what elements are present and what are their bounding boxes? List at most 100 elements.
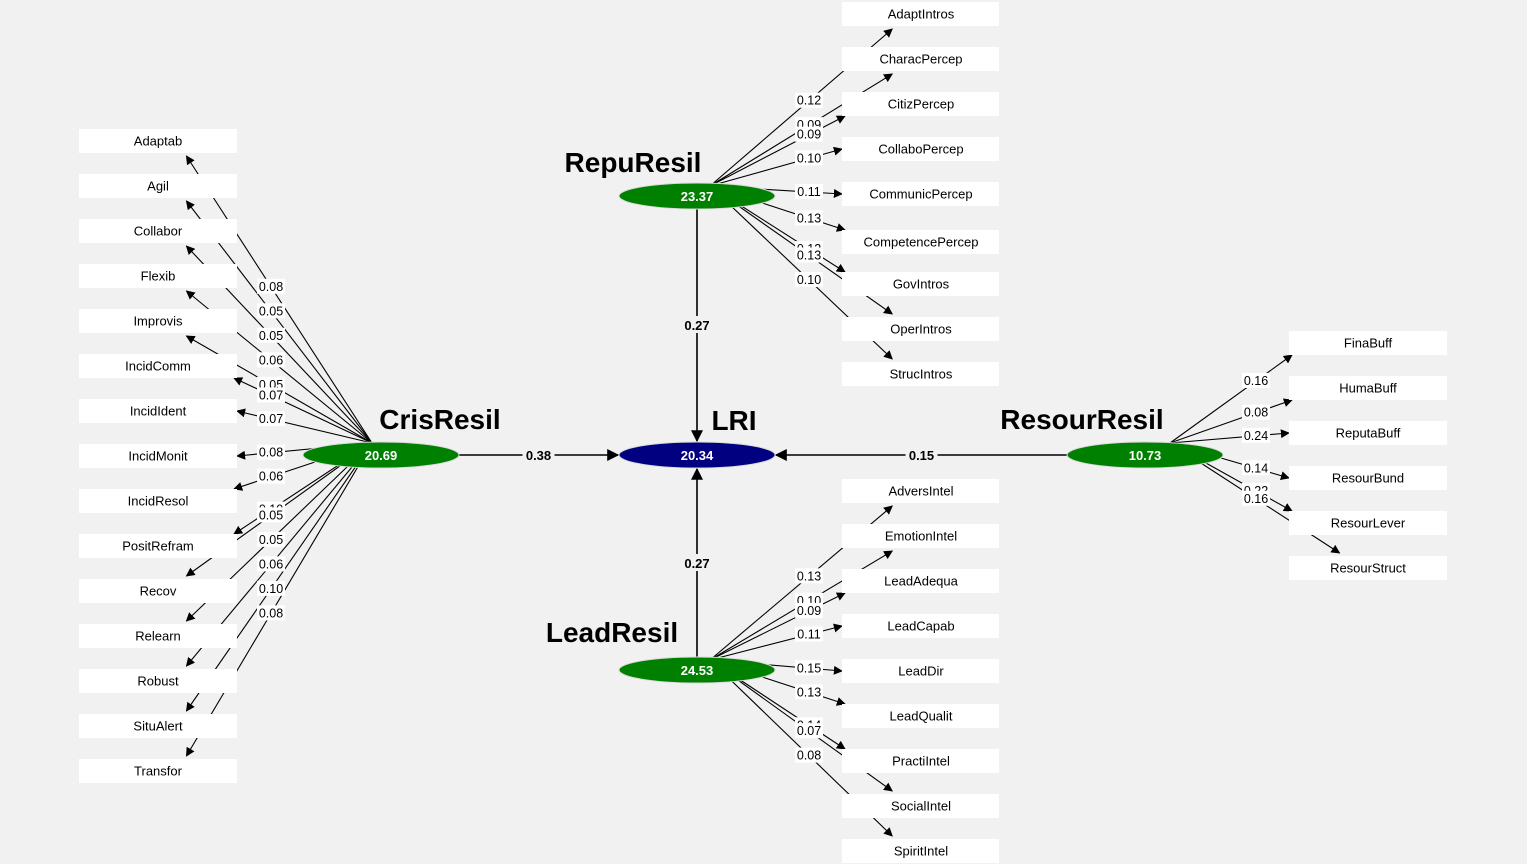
indicator-agil[interactable] bbox=[79, 174, 237, 198]
indicator-recov[interactable] bbox=[79, 579, 237, 603]
indicator-label: Transfor bbox=[134, 764, 183, 779]
indicators-layer: AdaptIntrosCharacPercepCitizPercepCollab… bbox=[79, 2, 1447, 863]
indicator-label: Agil bbox=[147, 179, 169, 194]
weight-label: 0.06 bbox=[259, 353, 283, 367]
indicator-incid-ident[interactable] bbox=[79, 399, 237, 423]
indicator-label: LeadQualit bbox=[890, 709, 953, 724]
weight-label: 0.10 bbox=[797, 151, 821, 165]
indicator-incid-resol[interactable] bbox=[79, 489, 237, 513]
indicator-citiz-percep[interactable] bbox=[842, 92, 999, 116]
indicator-resour-bund[interactable] bbox=[1289, 466, 1447, 490]
construct-r2-value: 23.37 bbox=[681, 189, 714, 204]
indicator-label: ResourLever bbox=[1331, 516, 1406, 531]
indicator-label: IncidMonit bbox=[128, 449, 188, 464]
indicator-incid-comm[interactable] bbox=[79, 354, 237, 378]
indicator-adaptab[interactable] bbox=[79, 129, 237, 153]
indicator-robust[interactable] bbox=[79, 669, 237, 693]
construct-r2-value: 20.69 bbox=[365, 448, 398, 463]
indicator-label: EmotionIntel bbox=[885, 529, 957, 544]
indicator-advers-intel[interactable] bbox=[842, 479, 999, 503]
weight-label-bg bbox=[257, 580, 285, 596]
weight-label: 0.14 bbox=[1244, 461, 1268, 475]
indicator-label: CollaboPercep bbox=[878, 142, 963, 157]
construct-name: LRI bbox=[711, 405, 756, 436]
indicator-oper-intros[interactable] bbox=[842, 317, 999, 341]
edges-layer bbox=[185, 28, 1341, 837]
path-coefficient: 0.15 bbox=[909, 448, 934, 463]
indicator-lead-qualit[interactable] bbox=[842, 704, 999, 728]
indicator-label: CompetencePercep bbox=[864, 235, 979, 250]
indicator-label: ResourStruct bbox=[1330, 561, 1406, 576]
indicator-label: IncidComm bbox=[125, 359, 191, 374]
indicator-communic-percep[interactable] bbox=[842, 182, 999, 206]
weight-label-bg bbox=[795, 210, 823, 226]
weight-label: 0.10 bbox=[797, 273, 821, 287]
indicator-charac-percep[interactable] bbox=[842, 47, 999, 71]
indicator-incid-monit[interactable] bbox=[79, 444, 237, 468]
path-coef-bg bbox=[522, 446, 555, 463]
indicator-label: FinaBuff bbox=[1344, 336, 1393, 351]
indicator-competence-percep[interactable] bbox=[842, 230, 999, 254]
indicator-emotion-intel[interactable] bbox=[842, 524, 999, 548]
weight-label-bg bbox=[257, 411, 285, 427]
weight-label-bg bbox=[257, 278, 285, 294]
path-coef-bg bbox=[681, 316, 713, 333]
indicator-struc-intros[interactable] bbox=[842, 362, 999, 386]
indicator-improvis[interactable] bbox=[79, 309, 237, 333]
indicator-flexib[interactable] bbox=[79, 264, 237, 288]
weight-label-bg bbox=[795, 626, 823, 642]
weight-label-bg bbox=[1242, 460, 1270, 476]
indicator-lead-capab[interactable] bbox=[842, 614, 999, 638]
indicator-collabor[interactable] bbox=[79, 219, 237, 243]
indicator-label: ReputaBuff bbox=[1336, 426, 1401, 441]
indicator-situ-alert[interactable] bbox=[79, 714, 237, 738]
indicator-social-intel[interactable] bbox=[842, 794, 999, 818]
construct-ellipse bbox=[618, 656, 776, 684]
weight-label: 0.08 bbox=[1244, 406, 1268, 420]
weight-label: 0.13 bbox=[797, 211, 821, 225]
indicator-collabo-percep[interactable] bbox=[842, 137, 999, 161]
indicator-lead-dir[interactable] bbox=[842, 659, 999, 683]
weight-label: 0.11 bbox=[797, 185, 820, 199]
indicator-label: CommunicPercep bbox=[869, 187, 972, 202]
indicator-label: Relearn bbox=[135, 629, 181, 644]
indicator-posit-refram[interactable] bbox=[79, 534, 237, 558]
indicator-transfor[interactable] bbox=[79, 759, 237, 783]
weight-label-bg bbox=[1242, 427, 1270, 443]
weight-label: 0.08 bbox=[259, 446, 283, 460]
weight-label: 0.16 bbox=[1244, 374, 1268, 388]
weight-label-bg bbox=[257, 605, 285, 621]
construct-cris-resil[interactable]: 20.69 CrisResil bbox=[302, 404, 501, 469]
weight-label: 0.07 bbox=[797, 724, 821, 738]
indicator-practi-intel[interactable] bbox=[842, 749, 999, 773]
weight-edge bbox=[185, 155, 373, 444]
indicator-huma-buff[interactable] bbox=[1289, 376, 1447, 400]
indicator-label: PositRefram bbox=[122, 539, 194, 554]
construct-name: CrisResil bbox=[379, 404, 500, 435]
indicator-spirit-intel[interactable] bbox=[842, 839, 999, 863]
indicator-gov-intros[interactable] bbox=[842, 272, 999, 296]
indicator-reputa-buff[interactable] bbox=[1289, 421, 1447, 445]
indicator-lead-adequa[interactable] bbox=[842, 569, 999, 593]
indicator-resour-lever[interactable] bbox=[1289, 511, 1447, 535]
indicator-label: AdversIntel bbox=[888, 484, 953, 499]
indicator-relearn[interactable] bbox=[79, 624, 237, 648]
weights-layer: 0.120.090.090.100.110.130.120.130.100.08… bbox=[257, 92, 1270, 763]
weight-label: 0.24 bbox=[1244, 429, 1268, 443]
weight-label: 0.13 bbox=[797, 569, 821, 583]
weight-edge bbox=[1169, 429, 1290, 444]
indicator-resour-struct[interactable] bbox=[1289, 556, 1447, 580]
weight-label-bg bbox=[257, 556, 285, 572]
indicator-fina-buff[interactable] bbox=[1289, 331, 1447, 355]
indicator-adapt-intros[interactable] bbox=[842, 2, 999, 26]
weight-label: 0.05 bbox=[259, 508, 283, 522]
path-coefficient: 0.38 bbox=[526, 448, 551, 463]
indicator-label: Flexib bbox=[141, 269, 176, 284]
weight-label-bg bbox=[795, 747, 823, 763]
